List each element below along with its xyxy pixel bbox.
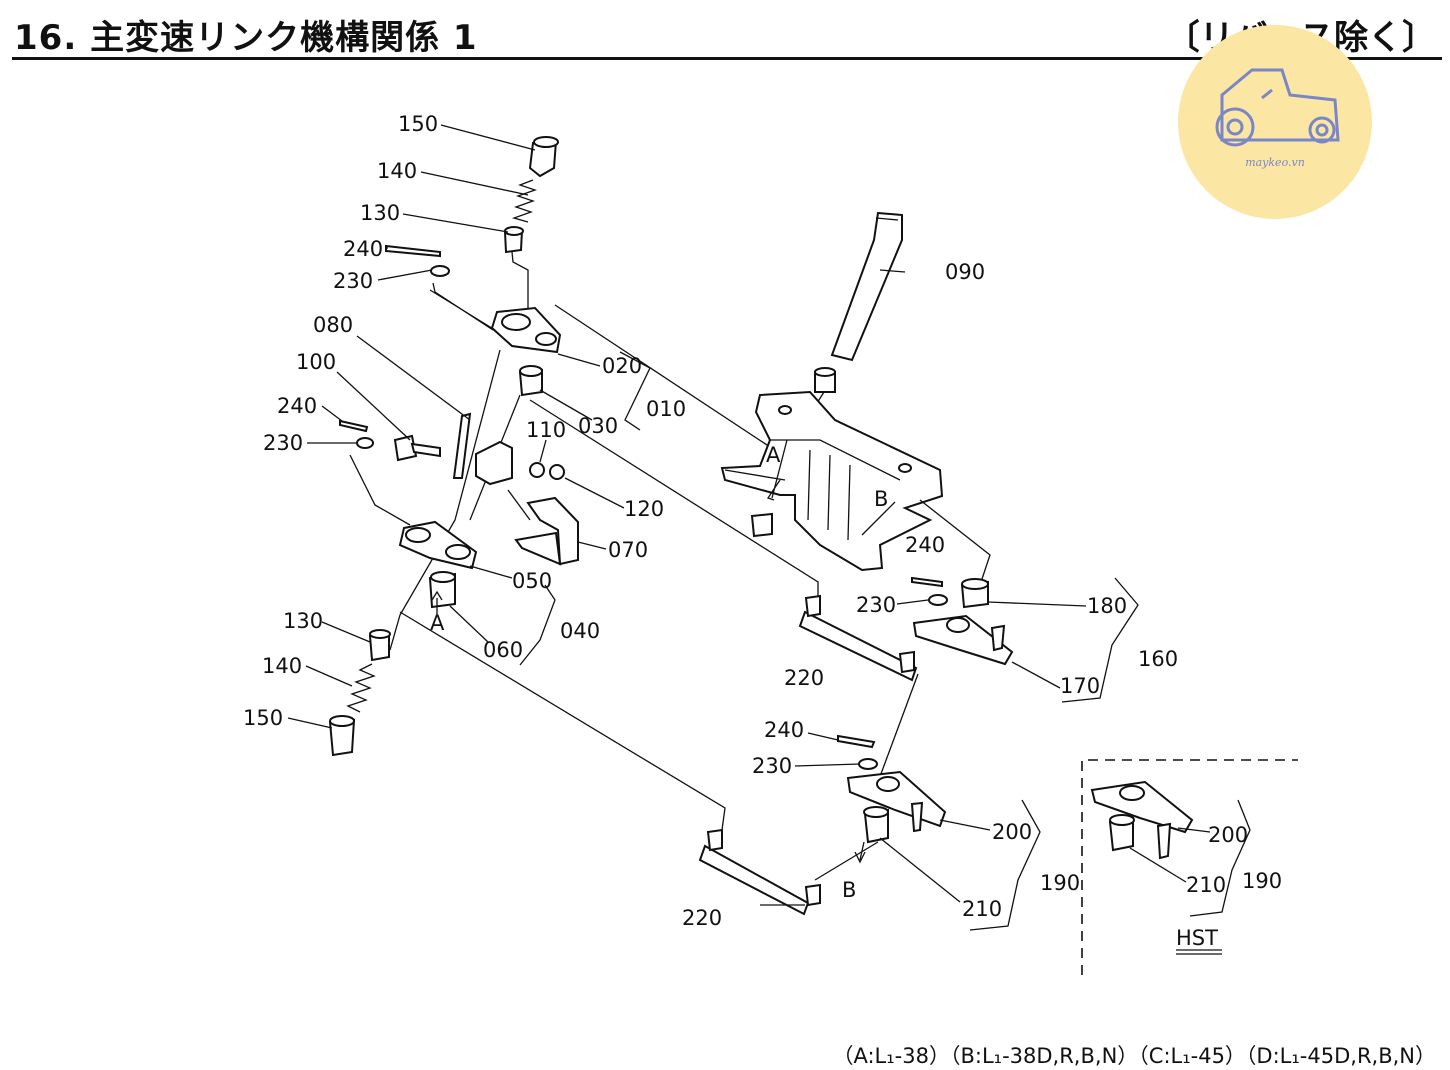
callout-050: 050 bbox=[512, 569, 552, 593]
part-150-lower-cap bbox=[328, 715, 356, 757]
part-230-washer-160 bbox=[928, 594, 948, 606]
callout-240-mid: 240 bbox=[277, 394, 317, 418]
part-150-top-cap bbox=[528, 136, 559, 178]
callout-070: 070 bbox=[608, 538, 648, 562]
part-bracket-bushing bbox=[750, 512, 773, 538]
callout-130-top: 130 bbox=[360, 201, 400, 225]
part-200-arm bbox=[846, 770, 947, 833]
part-collar bbox=[814, 367, 836, 393]
part-100-bolt bbox=[393, 434, 441, 462]
callout-140-top: 140 bbox=[377, 159, 417, 183]
callout-210: 210 bbox=[962, 897, 1002, 921]
ref-a-lower: A bbox=[430, 611, 445, 635]
callout-240-top: 240 bbox=[343, 237, 383, 261]
part-220-link-upper bbox=[798, 594, 918, 682]
part-210-bushing bbox=[863, 806, 889, 844]
part-220-link-lower bbox=[698, 828, 821, 916]
part-230-washer-mid bbox=[356, 437, 374, 449]
callout-230-160: 230 bbox=[856, 593, 896, 617]
callout-150-top: 150 bbox=[398, 112, 438, 136]
part-callouts: 150 140 130 240 230 080 100 240 230 020 … bbox=[243, 112, 1282, 930]
part-240-pin-mid bbox=[339, 419, 369, 433]
tractor-icon bbox=[1215, 68, 1340, 147]
model-footnote: （A:L₁-38）（B:L₁-38D,R,B,N）（C:L₁-45）（D:L₁-… bbox=[832, 1044, 1436, 1068]
hst-label: HST bbox=[1176, 926, 1218, 950]
part-main-bracket bbox=[720, 390, 944, 572]
part-240-pin-top bbox=[385, 244, 441, 258]
leader-lines bbox=[287, 124, 1211, 906]
callout-200: 200 bbox=[992, 820, 1032, 844]
callout-090: 090 bbox=[945, 260, 985, 284]
callout-220-upper: 220 bbox=[784, 666, 824, 690]
title-rule bbox=[12, 57, 1442, 60]
callout-230-190: 230 bbox=[752, 754, 792, 778]
part-130-top-bushing bbox=[503, 226, 524, 254]
part-090-shaft bbox=[830, 211, 903, 362]
page-title: 16. 主変速リンク機構関係 1 bbox=[14, 18, 478, 58]
watermark-text: maykeo.vn bbox=[1245, 156, 1305, 169]
hst-inset bbox=[1081, 759, 1298, 975]
part-link-block bbox=[475, 440, 513, 486]
callout-140-lower: 140 bbox=[262, 654, 302, 678]
callout-240-190: 240 bbox=[764, 718, 804, 742]
part-240-pin-190 bbox=[837, 734, 876, 749]
ref-b-lower: B bbox=[842, 878, 856, 902]
part-110-nut bbox=[529, 462, 545, 478]
hst-underline bbox=[1176, 949, 1222, 955]
callout-200-hst: 200 bbox=[1208, 823, 1248, 847]
reference-letters: A A B B bbox=[430, 443, 888, 902]
part-080-shaft bbox=[452, 412, 472, 479]
callout-130-lower: 130 bbox=[283, 609, 323, 633]
part-020-upper-arm bbox=[490, 306, 562, 354]
part-180-bushing bbox=[960, 578, 989, 609]
part-070-bracket bbox=[514, 496, 579, 566]
callout-120: 120 bbox=[624, 497, 664, 521]
watermark-logo: maykeo.vn bbox=[1178, 25, 1372, 219]
part-240-pin-160 bbox=[911, 576, 943, 588]
callout-190: 190 bbox=[1040, 871, 1080, 895]
callout-180: 180 bbox=[1087, 594, 1127, 618]
callout-010: 010 bbox=[646, 397, 686, 421]
callout-210-hst: 210 bbox=[1186, 873, 1226, 897]
part-140-top-spring bbox=[511, 179, 538, 223]
callout-100: 100 bbox=[296, 350, 336, 374]
callout-230-mid: 230 bbox=[263, 431, 303, 455]
part-030-bushing bbox=[518, 365, 543, 397]
part-120-washer bbox=[549, 464, 565, 480]
callout-230-top: 230 bbox=[333, 269, 373, 293]
ref-a-bracket: A bbox=[766, 443, 781, 467]
part-050-lower-arm bbox=[398, 520, 478, 570]
callout-240-160: 240 bbox=[905, 533, 945, 557]
part-060-bushing bbox=[428, 571, 456, 609]
ref-b-bracket: B bbox=[874, 487, 888, 511]
callout-150-lower: 150 bbox=[243, 706, 283, 730]
callout-060: 060 bbox=[483, 638, 523, 662]
callout-110: 110 bbox=[526, 418, 566, 442]
callout-030: 030 bbox=[578, 414, 618, 438]
callout-160: 160 bbox=[1138, 647, 1178, 671]
part-230-washer-190 bbox=[858, 758, 878, 770]
callout-170: 170 bbox=[1060, 674, 1100, 698]
part-230-washer-top bbox=[430, 265, 450, 277]
part-130-lower-bushing bbox=[368, 629, 391, 662]
part-170-arm bbox=[912, 614, 1014, 666]
part-140-lower-spring bbox=[346, 663, 376, 713]
callout-220-lower: 220 bbox=[682, 906, 722, 930]
callout-080: 080 bbox=[313, 313, 353, 337]
callout-190-hst: 190 bbox=[1242, 869, 1282, 893]
callout-020: 020 bbox=[602, 354, 642, 378]
callout-040: 040 bbox=[560, 619, 600, 643]
